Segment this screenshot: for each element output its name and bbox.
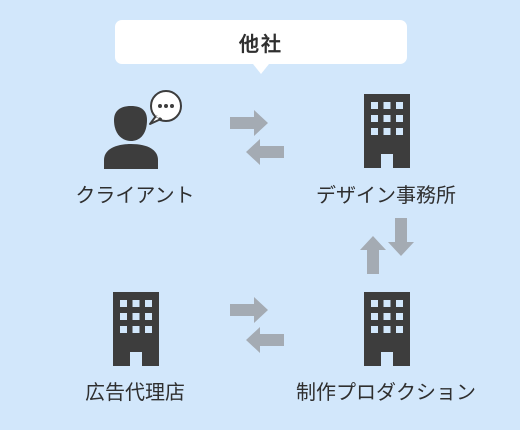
arrow-right-icon (230, 297, 268, 323)
arrow-down-icon (388, 218, 414, 256)
building-icon (113, 292, 159, 366)
arrow-right-icon (230, 110, 268, 136)
building-icon (364, 94, 410, 168)
arrow-left-icon (246, 139, 284, 165)
production-label: 制作プロダクション (296, 380, 476, 404)
ad-agency-label: 広告代理店 (85, 380, 185, 404)
header-title: 他社 (239, 31, 283, 56)
header-speech-bubble: 他社 (115, 20, 407, 74)
building-icon (364, 292, 410, 366)
design-office-label: デザイン事務所 (316, 183, 456, 207)
client-label: クライアント (75, 183, 195, 207)
arrow-up-icon (360, 236, 386, 274)
arrow-left-icon (246, 327, 284, 353)
person-with-speech-bubble-icon (104, 90, 182, 169)
